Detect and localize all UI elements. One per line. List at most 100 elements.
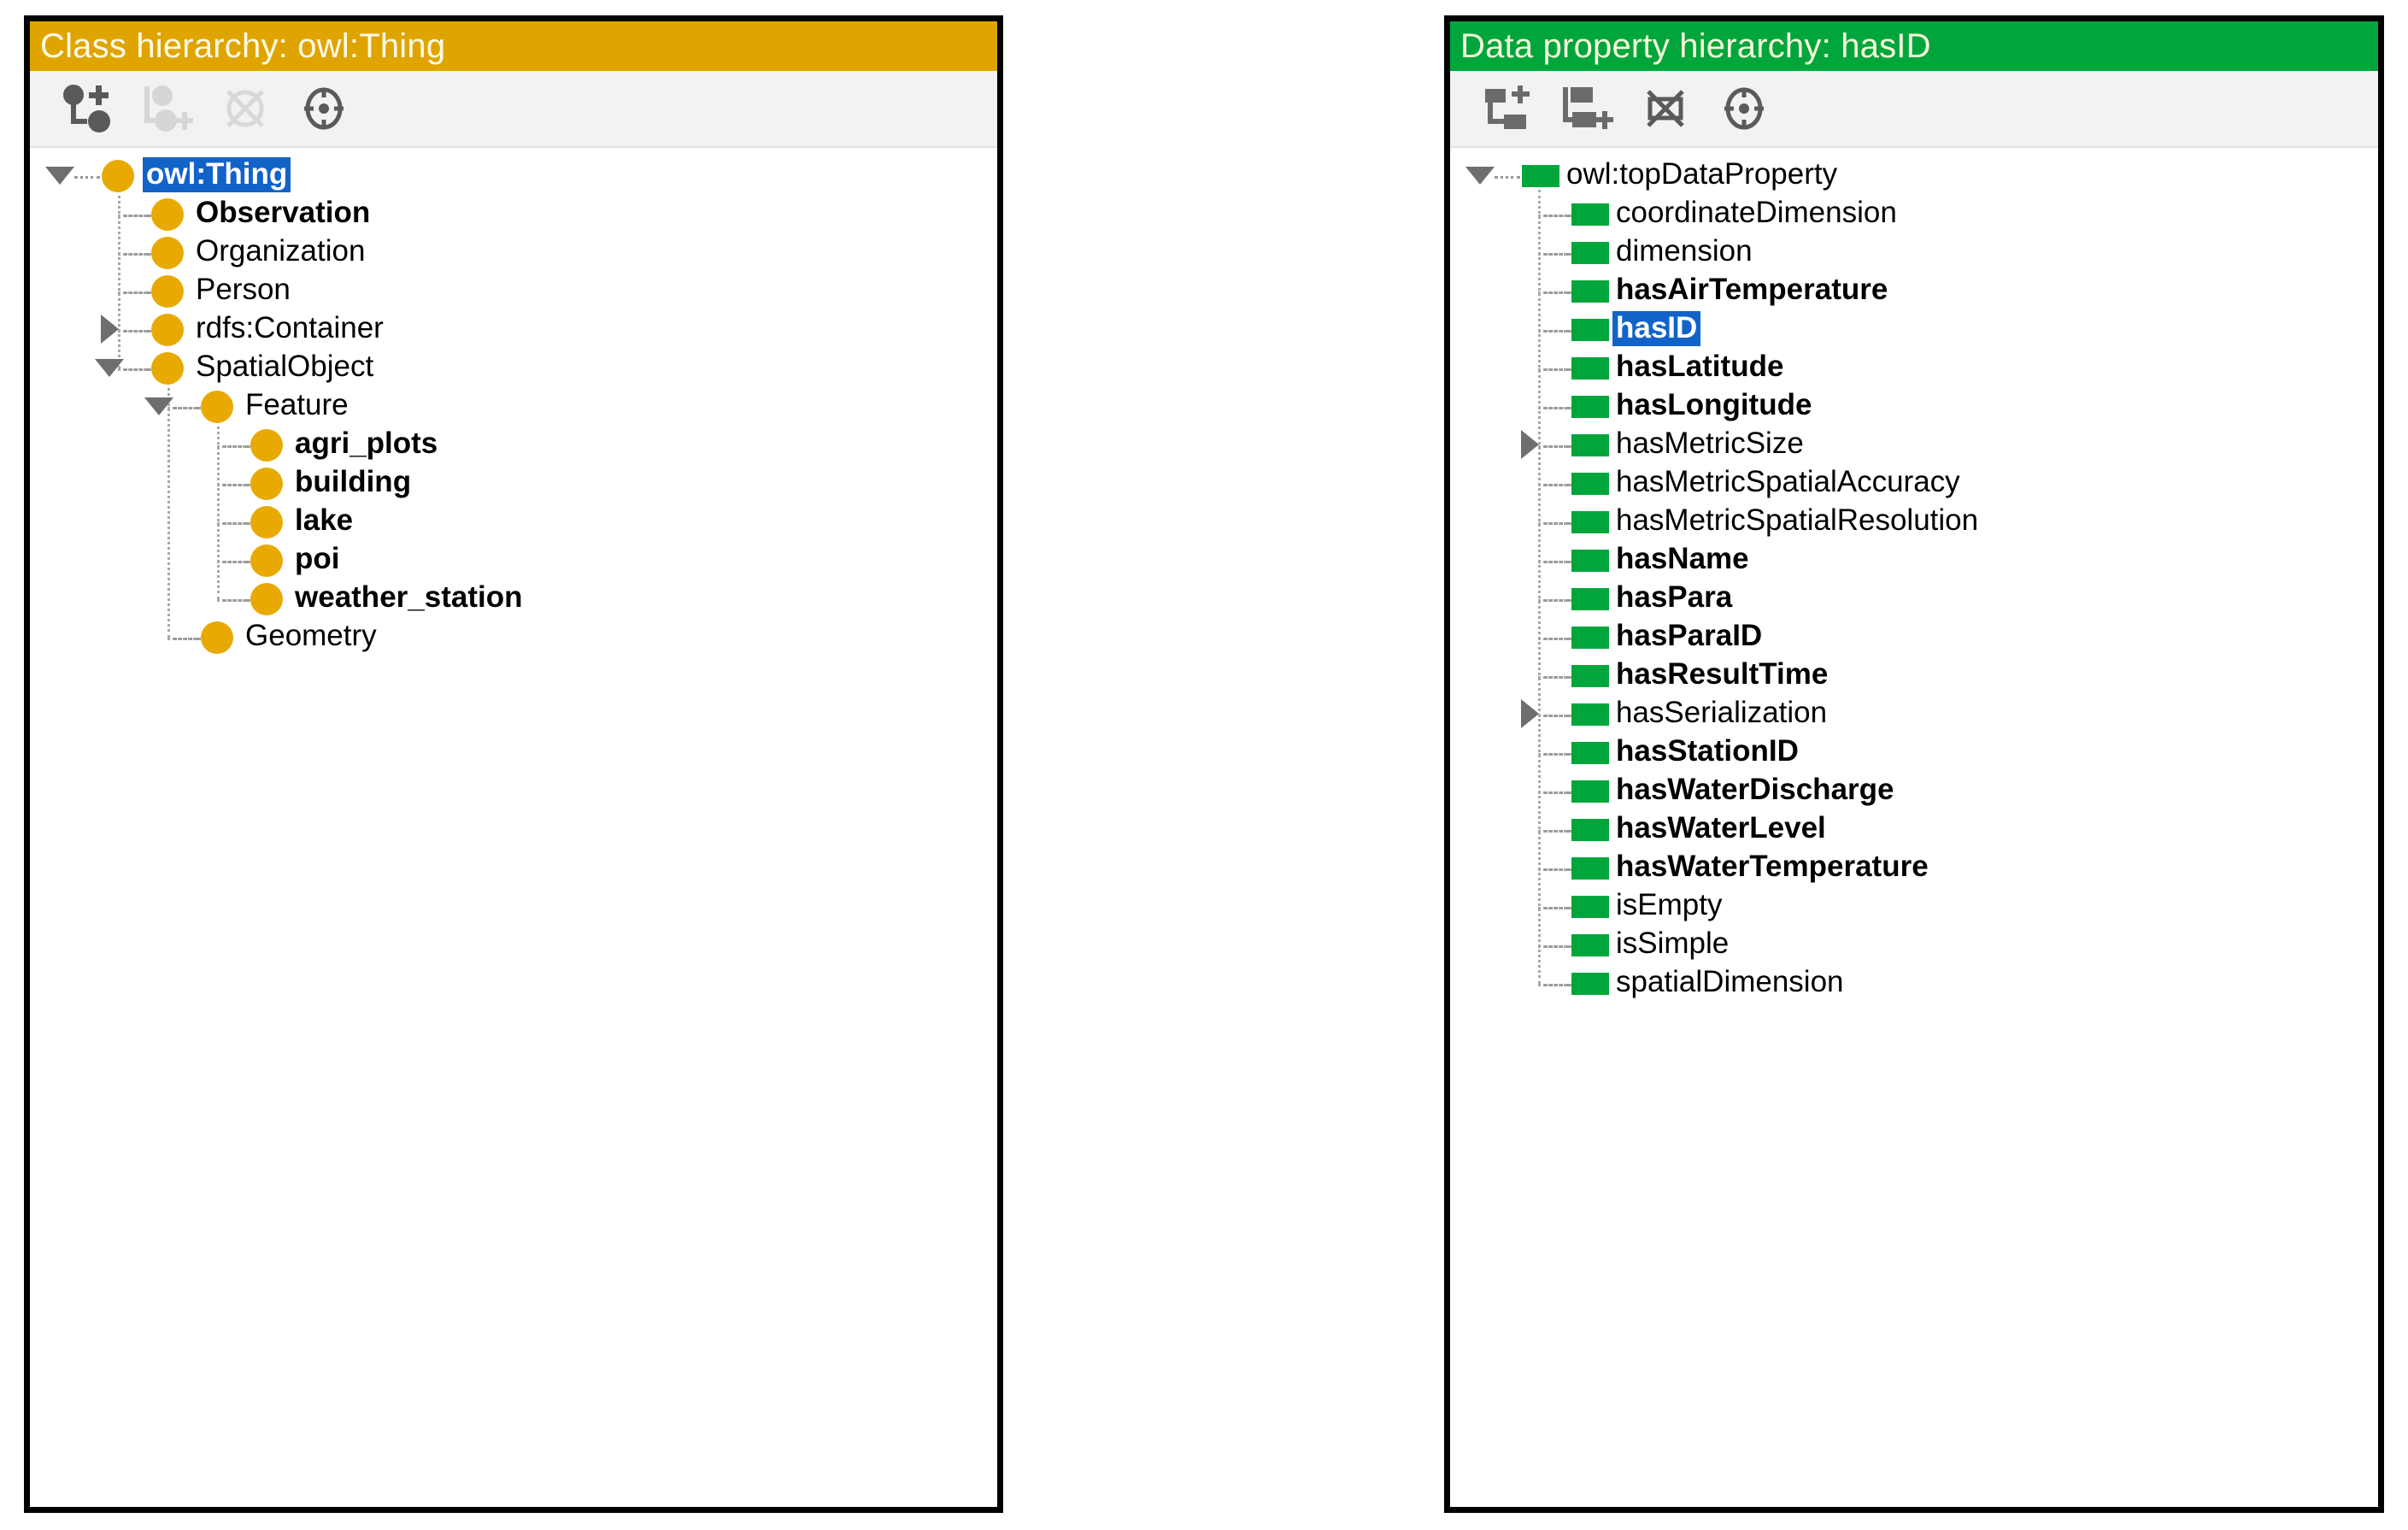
tree-node-dataproperty[interactable]: hasWaterTemperature <box>1450 849 2378 887</box>
tree-node-class[interactable]: owl:Thing <box>30 156 997 195</box>
tree-node-dataproperty[interactable]: hasLongitude <box>1450 387 2378 426</box>
tree-node-label: hasResultTime <box>1616 657 1829 691</box>
tree-node-dataproperty[interactable]: hasName <box>1450 541 2378 580</box>
tree-node-dataproperty[interactable]: dimension <box>1450 233 2378 272</box>
target-property-button[interactable] <box>1705 78 1783 139</box>
tree-node-class[interactable]: agri_plots <box>30 426 997 464</box>
chevron-down-icon[interactable] <box>95 353 124 382</box>
tree-connector-stub <box>1544 444 1570 448</box>
tree-node-dataproperty[interactable]: hasLatitude <box>1450 349 2378 387</box>
tree-connector-stub <box>223 598 249 602</box>
tree-connector-stub <box>1544 675 1570 679</box>
delete-class-button[interactable] <box>206 78 285 139</box>
tree-node-label: Organization <box>196 234 366 268</box>
triangle-down <box>144 397 173 415</box>
class-node-icon <box>201 391 233 423</box>
class-hierarchy-title: Class hierarchy: owl:Thing <box>40 27 446 65</box>
data-property-node-icon <box>1571 896 1609 918</box>
tree-node-dataproperty[interactable]: isEmpty <box>1450 887 2378 926</box>
tree-connector-stub <box>223 444 249 448</box>
target-class-button[interactable] <box>285 78 363 139</box>
tree-node-class[interactable]: Observation <box>30 195 997 233</box>
class-node-icon <box>250 429 283 462</box>
delete-property-button[interactable] <box>1626 78 1705 139</box>
tree-connector-stub <box>1544 906 1570 909</box>
triangle-right <box>1520 430 1539 459</box>
chevron-down-icon[interactable] <box>144 391 173 421</box>
tree-connector-stub <box>1544 329 1570 332</box>
chevron-right-icon[interactable] <box>1515 699 1544 728</box>
tree-node-dataproperty[interactable]: hasResultTime <box>1450 656 2378 695</box>
tree-node-class[interactable]: building <box>30 464 997 503</box>
chevron-down-icon[interactable] <box>1465 161 1495 190</box>
tree-node-dataproperty[interactable]: hasStationID <box>1450 733 2378 772</box>
add-subclass-button[interactable] <box>49 78 127 139</box>
data-property-node-icon <box>1571 703 1609 726</box>
tree-node-dataproperty[interactable]: hasWaterDischarge <box>1450 772 2378 810</box>
data-property-node-icon <box>1571 203 1609 226</box>
chevron-right-icon[interactable] <box>1515 430 1544 459</box>
tree-node-label: hasWaterLevel <box>1616 811 1826 844</box>
tree-connector-stub <box>1544 368 1570 371</box>
chevron-right-icon[interactable] <box>95 315 124 344</box>
tree-node-label: hasPara <box>1616 580 1733 614</box>
tree-connector-stub <box>223 483 249 486</box>
tree-node-class[interactable]: poi <box>30 541 997 580</box>
data-property-hierarchy-header: Data property hierarchy: hasID <box>1450 21 2378 71</box>
tree-node-label: hasParaID <box>1616 619 1763 652</box>
tree-node-dataproperty[interactable]: hasParaID <box>1450 618 2378 656</box>
data-property-node-icon <box>1571 588 1609 610</box>
class-hierarchy-header: Class hierarchy: owl:Thing <box>30 21 997 71</box>
tree-node-class[interactable]: lake <box>30 503 997 541</box>
target-class-icon <box>299 84 349 133</box>
triangle-down <box>95 358 124 377</box>
tree-connector-stub <box>1544 406 1570 409</box>
tree-node-dataproperty[interactable]: hasMetricSpatialAccuracy <box>1450 464 2378 503</box>
tree-node-label: spatialDimension <box>1616 965 1844 998</box>
tree-connector-stub <box>223 560 249 563</box>
tree-connector-stub <box>1544 829 1570 833</box>
tree-node-dataproperty[interactable]: hasSerialization <box>1450 695 2378 733</box>
tree-node-label: coordinateDimension <box>1616 196 1897 229</box>
tree-node-class[interactable]: Organization <box>30 233 997 272</box>
tree-node-dataproperty[interactable]: hasID <box>1450 310 2378 349</box>
tree-node-label: rdfs:Container <box>196 311 384 344</box>
tree-node-dataproperty[interactable]: hasPara <box>1450 580 2378 618</box>
add-subproperty-button[interactable] <box>1469 78 1548 139</box>
data-property-node-icon <box>1522 165 1559 187</box>
data-property-node-icon <box>1571 819 1609 841</box>
triangle-right <box>100 315 119 344</box>
tree-node-dataproperty[interactable]: owl:topDataProperty <box>1450 156 2378 195</box>
tree-node-label: poi <box>295 542 340 575</box>
data-property-node-icon <box>1571 665 1609 687</box>
tree-node-dataproperty[interactable]: hasWaterLevel <box>1450 810 2378 849</box>
tree-connector-stub <box>1544 637 1570 640</box>
triangle-down <box>45 166 74 185</box>
add-subproperty-icon <box>1482 84 1535 133</box>
class-node-icon <box>151 237 184 269</box>
class-node-icon <box>102 160 134 192</box>
tree-connector-line <box>118 189 120 368</box>
data-property-node-icon <box>1571 396 1609 418</box>
tree-node-class[interactable]: Feature <box>30 387 997 426</box>
add-subclass-icon <box>62 84 115 133</box>
tree-node-class[interactable]: rdfs:Container <box>30 310 997 349</box>
add-sibling-property-button[interactable] <box>1548 78 1626 139</box>
tree-node-dataproperty[interactable]: spatialDimension <box>1450 964 2378 1003</box>
tree-node-dataproperty[interactable]: isSimple <box>1450 926 2378 964</box>
tree-connector-stub <box>1544 714 1570 717</box>
tree-node-class[interactable]: Person <box>30 272 997 310</box>
tree-node-class[interactable]: SpatialObject <box>30 349 997 387</box>
tree-node-dataproperty[interactable]: hasMetricSpatialResolution <box>1450 503 2378 541</box>
tree-node-class[interactable]: Geometry <box>30 618 997 656</box>
tree-node-class[interactable]: weather_station <box>30 580 997 618</box>
chevron-down-icon[interactable] <box>45 161 74 190</box>
add-sibling-class-button[interactable] <box>127 78 206 139</box>
tree-node-dataproperty[interactable]: coordinateDimension <box>1450 195 2378 233</box>
tree-node-dataproperty[interactable]: hasMetricSize <box>1450 426 2378 464</box>
tree-node-label: weather_station <box>295 580 523 614</box>
tree-node-label: hasLatitude <box>1616 350 1784 383</box>
tree-node-dataproperty[interactable]: hasAirTemperature <box>1450 272 2378 310</box>
